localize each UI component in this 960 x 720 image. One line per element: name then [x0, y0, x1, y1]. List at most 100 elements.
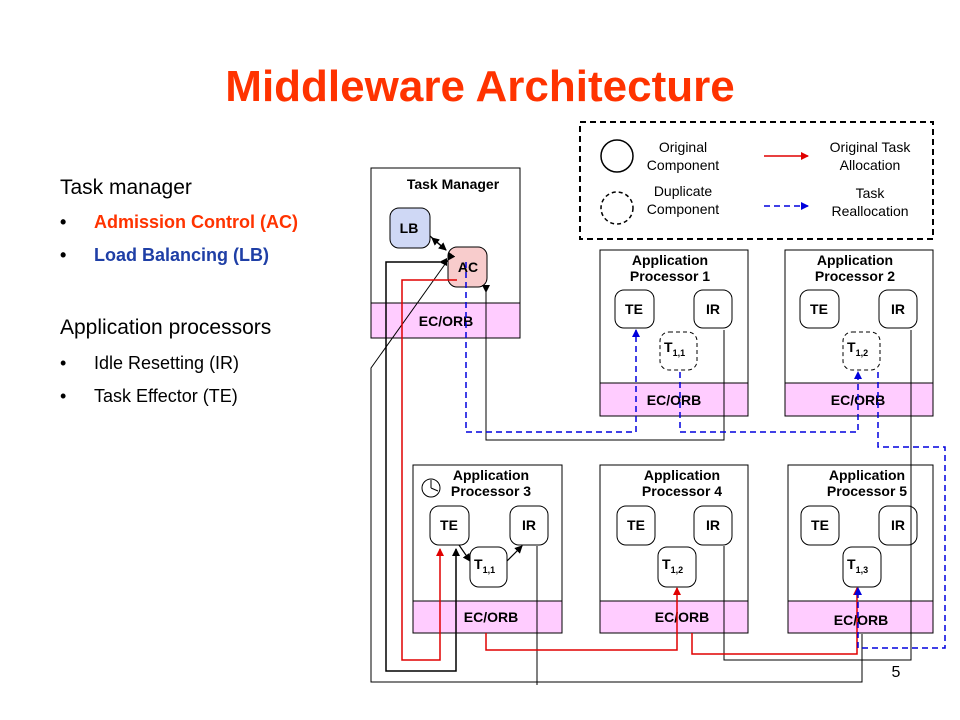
- processor-3-title-l1: Application: [453, 467, 529, 483]
- processor-2-ec-orb: [784, 382, 934, 417]
- legend-reallocation-l1: Task: [856, 185, 886, 201]
- item-label: Task Effector (TE): [94, 386, 238, 406]
- processor-1-te-label: TE: [625, 301, 643, 317]
- ac-to-processor-5-link: [370, 251, 863, 683]
- application-processor-2: Application Processor 2 TE IR T1,2 EC/OR…: [784, 249, 934, 417]
- control-links: [370, 251, 912, 685]
- processor-1-ir-label: IR: [706, 301, 720, 317]
- processor-4-ir-to-processor-2-ir-link: [723, 330, 912, 661]
- slide-title: Middleware Architecture: [0, 62, 960, 112]
- legend-reallocation-l2: Reallocation: [831, 203, 908, 219]
- processor-3-task-label: T1,1: [474, 556, 495, 575]
- legend-border: [579, 121, 934, 240]
- processor-1-ec-orb: [599, 382, 749, 417]
- item-label: Idle Resetting (IR): [94, 353, 240, 373]
- processor-3-te-label: TE: [440, 517, 458, 533]
- application-processor-4: Application Processor 4 TE IR T1,2 EC/OR…: [599, 464, 749, 634]
- processor-2-ir: [878, 289, 918, 329]
- processor-4-ir-label: IR: [706, 517, 720, 533]
- task-manager-box: Task Manager LB AC EC/ORB: [370, 167, 521, 339]
- slide-title-text: Middleware Architecture: [225, 62, 735, 111]
- legend-original-component-l2: Component: [647, 157, 719, 173]
- duplicate-component-symbol: [600, 191, 634, 225]
- processor-3-te-to-task-arrow: [458, 544, 471, 562]
- processor-1-ir: [693, 289, 733, 329]
- task-reallocation-arrows: [465, 262, 946, 649]
- processor-1-te: [614, 289, 655, 329]
- processor-5-title-l1: Application: [829, 467, 905, 483]
- task-manager-list: Admission Control (AC) Load Balancing (L…: [60, 212, 298, 278]
- legend-original-allocation-l1: Original Task: [830, 139, 912, 155]
- processor-3-title-l2: Processor 3: [451, 483, 531, 499]
- processor-5-task-label: T1,3: [847, 556, 868, 575]
- processor-3-to-processor-4-allocation-arrow: [485, 587, 681, 651]
- section-task-manager: Task manager: [60, 176, 192, 199]
- processor-2-task-label: T1,2: [847, 339, 868, 358]
- reallocation-to-processor-5-arrow: [854, 372, 946, 649]
- processor-1-title-l1: Application: [632, 252, 708, 268]
- original-component-symbol: [600, 139, 634, 173]
- lb-component: [389, 207, 431, 249]
- processor-1-title-l2: Processor 1: [630, 268, 710, 284]
- legend-duplicate-component-l2: Component: [647, 201, 719, 217]
- task-allocation-arrows: [401, 279, 861, 661]
- item-label: Admission Control (AC): [94, 212, 298, 232]
- processor-1-ec-orb-label: EC/ORB: [647, 392, 701, 408]
- processor-4-title-l2: Processor 4: [642, 483, 722, 499]
- processor-5-te: [800, 505, 840, 546]
- processor-5-ec-orb-label: EC/ORB: [834, 612, 888, 628]
- processor-5-te-label: TE: [811, 517, 829, 533]
- ac-to-processor-3-allocation-arrow: [401, 279, 457, 661]
- list-item-idle-resetting: Idle Resetting (IR): [60, 353, 239, 374]
- processor-3-task: [469, 546, 508, 588]
- processor-5-ec-orb: [787, 600, 934, 634]
- processor-3-task-to-ir-arrow: [506, 545, 523, 562]
- processor-5-ir: [878, 505, 918, 546]
- ac-to-lb-arrow: [431, 237, 447, 251]
- list-item-load-balancing: Load Balancing (LB): [60, 245, 298, 266]
- processor-2-te-label: TE: [810, 301, 828, 317]
- processor-3-ir: [509, 505, 549, 546]
- processor-4-ir: [693, 505, 733, 546]
- reallocation-to-processor-2-arrow: [679, 371, 862, 433]
- processor-2-task-duplicate: [842, 331, 881, 371]
- ac-label: AC: [458, 259, 478, 275]
- processor-2-title-l2: Processor 2: [815, 268, 895, 284]
- processor-4-to-processor-5-allocation-arrow: [691, 587, 861, 655]
- application-processor-1: Application Processor 1 TE IR T1,1 EC/OR…: [599, 249, 749, 417]
- ac-to-processor-3-te-link: [385, 258, 460, 672]
- processor-5-task: [842, 546, 882, 588]
- legend-original-allocation-l2: Allocation: [840, 157, 901, 173]
- section-application-processors: Application processors: [60, 316, 272, 339]
- processor-2-title-l1: Application: [817, 252, 893, 268]
- legend-duplicate-component-l1: Duplicate: [654, 183, 713, 199]
- processor-4-te-label: TE: [627, 517, 645, 533]
- item-label: Load Balancing (LB): [94, 245, 269, 265]
- legend-original-component-l1: Original: [659, 139, 707, 155]
- processor-1-task-duplicate: [659, 331, 698, 371]
- ac-to-processor-1-ir-link: [482, 285, 725, 441]
- timer-icon: [421, 478, 441, 498]
- processor-4-ec-orb: [599, 600, 749, 634]
- application-processors-list: Idle Resetting (IR) Task Effector (TE): [60, 353, 239, 419]
- processor-2-ir-label: IR: [891, 301, 905, 317]
- lb-label: LB: [400, 220, 419, 236]
- page-number: 5: [892, 664, 901, 681]
- processor-4-title-l1: Application: [644, 467, 720, 483]
- processor-3-ec-orb-label: EC/ORB: [464, 609, 518, 625]
- processor-4-task-label: T1,2: [662, 556, 683, 575]
- processor-2-te: [799, 289, 840, 329]
- reallocation-to-processor-1-arrow: [465, 262, 640, 433]
- list-item-admission-control: Admission Control (AC): [60, 212, 298, 233]
- list-item-task-effector: Task Effector (TE): [60, 386, 239, 407]
- processor-4-ec-orb-label: EC/ORB: [655, 609, 709, 625]
- processor-5-ir-label: IR: [891, 517, 905, 533]
- task-manager-title: Task Manager: [407, 176, 500, 192]
- processor-4-te: [616, 505, 656, 546]
- application-processor-5: Application Processor 5 TE IR T1,3 EC/OR…: [787, 464, 934, 634]
- processor-1-task-label: T1,1: [664, 339, 685, 358]
- application-processor-3: Application Processor 3 TE IR T1,1 EC/OR…: [412, 464, 563, 634]
- processor-5-title-l2: Processor 5: [827, 483, 907, 499]
- processor-3-ir-label: IR: [522, 517, 536, 533]
